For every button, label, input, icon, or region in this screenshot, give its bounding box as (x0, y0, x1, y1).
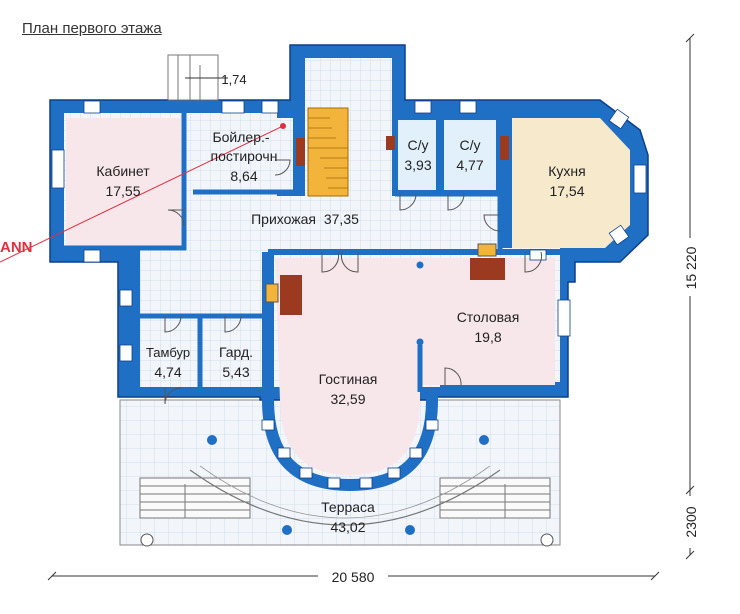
label-living-area: 32,59 (330, 391, 365, 407)
label-wc1-area: 3,93 (404, 157, 431, 173)
watermark-text: ANN (0, 239, 33, 256)
label-kitchen-area: 17,54 (549, 183, 584, 199)
fireplace-living (265, 275, 302, 315)
page-title: План первого этажа (22, 20, 162, 37)
room-kabinet (66, 118, 181, 246)
red-marker (0, 123, 286, 263)
terrace-columns (207, 435, 489, 535)
label-dining-name: Столовая (457, 309, 520, 325)
entry-stairs (167, 54, 228, 101)
stairs (307, 107, 349, 197)
label-terrace-area: 43,02 (330, 519, 365, 535)
label-kitchen-name: Кухня (548, 163, 585, 179)
terrace-posts (140, 533, 554, 547)
vent-block-2 (500, 136, 509, 160)
label-boiler-line1: Бойлер.- (212, 129, 269, 145)
room-living-dining (275, 258, 555, 475)
label-wc1-name: С/у (408, 137, 429, 153)
dim-height-text: 15 220 (683, 246, 699, 289)
label-dining-area: 19,8 (474, 329, 501, 345)
dim-width-text: 20 580 (332, 569, 375, 585)
label-kabinet-name: Кабинет (96, 163, 150, 179)
label-tambur-area: 4,74 (154, 364, 181, 380)
label-boiler-line2: постирочн (211, 148, 278, 164)
room-tambur (140, 318, 196, 386)
room-labels: Кабинет 17,55 Бойлер.- постирочн 8,64 С/… (96, 72, 585, 535)
fireplace-dining (470, 243, 505, 280)
room-boiler (195, 118, 293, 190)
room-wc2 (444, 120, 496, 190)
label-terrace-name: Терраса (321, 499, 375, 515)
label-tambur-name: Тамбур (146, 345, 190, 360)
room-gard (205, 318, 265, 386)
label-living-name: Гостиная (319, 371, 378, 387)
label-gard-name: Гард. (219, 344, 253, 360)
label-boiler-area: 8,64 (230, 168, 257, 184)
vent-block-3 (296, 138, 305, 166)
bay-windows (261, 419, 439, 489)
doors (164, 159, 542, 405)
vent-block (386, 136, 395, 150)
terrace-arc-edge (189, 469, 501, 526)
living-bay-wall (262, 252, 438, 492)
dim-terrace-text: 2300 (683, 506, 699, 537)
label-stair-width: 1,74 (221, 72, 246, 87)
dimension-right (685, 33, 695, 560)
label-hall-name: Прихожая (251, 211, 316, 227)
label-hall-area: 37,35 (324, 211, 359, 227)
label-wc2-name: С/у (460, 137, 481, 153)
label-kabinet-area: 17,55 (105, 183, 140, 199)
room-kitchen (512, 118, 630, 248)
label-wc2-area: 4,77 (456, 157, 483, 173)
terrace-steps-left (139, 477, 251, 519)
terrace-steps-right (439, 477, 551, 519)
room-wc1 (398, 120, 436, 190)
label-hall: Прихожая 37,35 (251, 211, 359, 227)
windows (51, 100, 647, 362)
label-gard-area: 5,43 (222, 364, 249, 380)
